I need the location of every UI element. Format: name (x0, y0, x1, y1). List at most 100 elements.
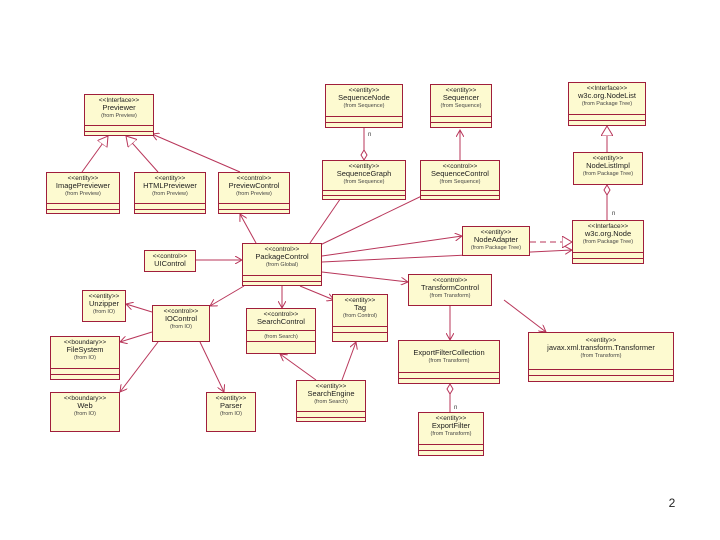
stereotype: <<entity>> (344, 297, 376, 304)
class-name: IOControl (164, 314, 198, 324)
class-web[interactable]: <<boundary>>Web(from IO) (50, 392, 120, 432)
edge-package-nodeadapter (321, 236, 462, 257)
stereotype: <<entity>> (585, 337, 617, 344)
stereotype: <<entity>> (215, 395, 247, 402)
class-name: Web (77, 401, 93, 411)
edge-package-sequencecontrol (317, 192, 430, 247)
class-name: w3c.org.Node (584, 229, 632, 239)
stereotype: <<control>> (432, 277, 468, 284)
class-origin: (from Transform) (580, 353, 622, 360)
class-search-engine[interactable]: <<entity>>SearchEngine(from Search) (296, 380, 366, 422)
class-node-adapter[interactable]: <<entity>>NodeAdapter(from Package Tree) (462, 226, 530, 256)
class-search-control[interactable]: <<control>>SearchControl (from Search) (246, 308, 316, 354)
class-name: FileSystem (66, 345, 104, 355)
stereotype: <<control>> (263, 311, 299, 318)
edge-searchengine-tag (341, 342, 356, 381)
class-origin: (from IO) (74, 355, 96, 362)
page-number: 2 (668, 496, 676, 510)
class-origin: (from Sequence) (440, 103, 482, 110)
stereotype: <<control>> (152, 253, 188, 260)
class-sequence-graph[interactable]: <<entity>>SequenceGraph(from Sequence) (322, 160, 406, 200)
class-parser[interactable]: <<entity>>Parser(from IO) (206, 392, 256, 432)
class-name: HTMLPreviewer (143, 181, 197, 191)
class-name: TransformControl (420, 283, 480, 293)
class-sequence-control[interactable]: <<control>>SequenceControl(from Sequence… (420, 160, 500, 200)
class-name: NodeAdapter (473, 235, 519, 245)
class-node-list[interactable]: <<Interface>>w3c.org.NodeList(from Packa… (568, 82, 646, 126)
multiplicity-label: n (368, 132, 371, 138)
class-name: w3c.org.NodeList (578, 91, 636, 101)
class-origin: (from Global) (265, 262, 299, 269)
class-name: SearchEngine (307, 389, 355, 399)
class-tag[interactable]: <<entity>>Tag(from Control) (332, 294, 388, 342)
class-origin: (from Package Tree) (470, 245, 522, 252)
class-origin: (from Search) (314, 399, 348, 406)
class-name: PackageControl (255, 252, 309, 262)
class-ui-control[interactable]: <<control>>UIControl (144, 250, 196, 272)
class-name: Parser (219, 401, 243, 411)
class-origin: (from Preview) (65, 191, 101, 198)
stereotype: <<entity>> (348, 163, 380, 170)
class-name: Previewer (102, 103, 136, 113)
class-origin: (from Preview) (152, 191, 188, 198)
class-io-control[interactable]: <<control>>IOControl(from IO) (152, 305, 210, 342)
class-name: Unzipper (88, 299, 119, 309)
edge-htmlpreviewer-previewer (126, 136, 159, 173)
edge-package-sequencegraph (309, 192, 345, 244)
class-w3c-node[interactable]: <<Interface>>w3c.org.Node(from Package T… (572, 220, 644, 264)
class-name: SequenceControl (431, 169, 489, 179)
class-unzipper[interactable]: <<entity>>Unzipper(from IO) (82, 290, 126, 322)
class-sequencer[interactable]: <<entity>>Sequencer(from Sequence) (430, 84, 492, 128)
edge-package-tag (299, 285, 334, 300)
edge-transform-transformer (503, 299, 546, 332)
class-origin: (from Package Tree) (582, 171, 634, 178)
edge-package-iocontrol (210, 285, 245, 306)
class-origin: (from Sequence) (439, 179, 481, 186)
class-node-list-impl[interactable]: <<entity>>NodeListImpl(from Package Tree… (573, 152, 643, 185)
class-name: Sequencer (442, 93, 480, 103)
class-preview-control[interactable]: <<control>>PreviewControl(from Preview) (218, 172, 290, 214)
class-origin: (from IO) (220, 411, 242, 418)
class-export-filter-collection[interactable]: ExportFilterCollection(from Transform) (398, 340, 500, 384)
stereotype: <<boundary>> (63, 395, 107, 402)
class-transformer[interactable]: <<entity>>javax.xml.transform.Transforme… (528, 332, 674, 382)
class-name: javax.xml.transform.Transformer (547, 343, 655, 353)
class-export-filter[interactable]: <<entity>>ExportFilter(from Transform) (418, 412, 484, 456)
class-image-previewer[interactable]: <<entity>>ImagePreviewer(from Preview) (46, 172, 120, 214)
edge-iocontrol-unzipper (126, 304, 153, 313)
class-html-previewer[interactable]: <<entity>>HTMLPreviewer(from Preview) (134, 172, 206, 214)
class-origin: (from IO) (74, 411, 96, 418)
stereotype: <<entity>> (67, 175, 99, 182)
class-previewer[interactable]: <<Interface>>Previewer(from Preview) (84, 94, 154, 136)
class-transform-control[interactable]: <<control>>TransformControl(from Transfo… (408, 274, 492, 306)
class-origin: (from Search) (264, 334, 298, 340)
class-name: ExportFilter (431, 421, 471, 431)
edge-previewcontrol-previewer (152, 134, 241, 173)
class-name: UIControl (154, 259, 186, 269)
class-file-system[interactable]: <<boundary>>FileSystem(from IO) (50, 336, 120, 380)
class-origin: (from Transform) (429, 293, 471, 300)
class-origin: (from Preview) (101, 113, 137, 120)
edge-iocontrol-parser (199, 341, 224, 392)
class-origin: (from IO) (170, 324, 192, 331)
stereotype: <<entity>> (592, 155, 624, 162)
stereotype: <<entity>> (348, 87, 380, 94)
stereotype: <<boundary>> (63, 339, 107, 346)
class-package-control[interactable]: <<control>>PackageControl(from Global) (242, 243, 322, 286)
class-sequence-node[interactable]: <<entity>>SequenceNode(from Sequence) (325, 84, 403, 128)
class-origin: (from Control) (343, 313, 377, 320)
multiplicity-label: n (612, 211, 615, 217)
edge-package-transform (321, 271, 408, 282)
edge-package-node (321, 250, 572, 263)
stereotype: <<entity>> (88, 293, 120, 300)
edge-package-previewcontrol (240, 214, 257, 244)
class-name: SequenceGraph (336, 169, 392, 179)
stereotype: <<control>> (264, 246, 300, 253)
edge-iocontrol-web (120, 341, 159, 392)
stereotype: <<Interface>> (586, 85, 628, 92)
stereotype: <<entity>> (435, 415, 467, 422)
class-origin: (from Transform) (428, 357, 470, 364)
class-origin: (from Sequence) (343, 103, 385, 110)
edge-iocontrol-filesystem (120, 331, 153, 342)
